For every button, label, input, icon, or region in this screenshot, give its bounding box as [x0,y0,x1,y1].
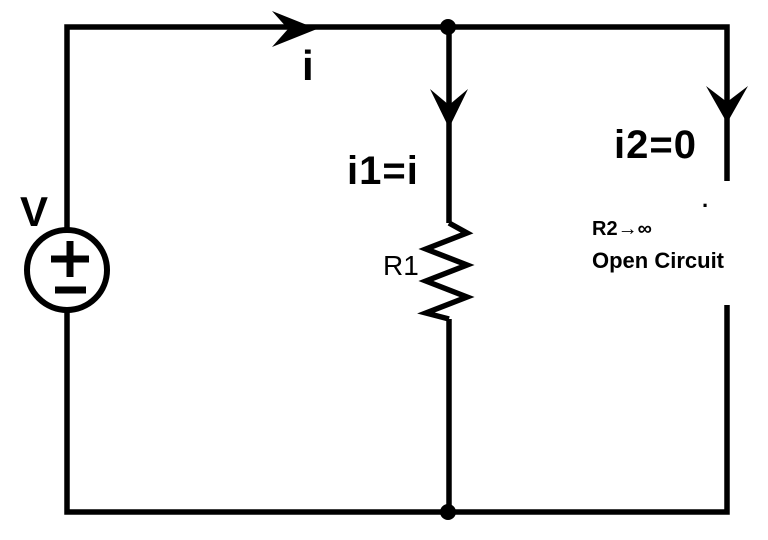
current-arrow-branch2-icon [706,86,748,123]
junction-dot-top [440,19,456,35]
label-open-circuit: Open Circuit [592,248,725,273]
label-current-i2: i2=0 [614,123,697,167]
stray-period-mark: . [702,187,708,212]
label-current-i: i [302,42,314,89]
label-resistor-r1: R1 [383,250,419,281]
current-arrow-branch1-icon [430,89,468,128]
current-arrow-main-icon [272,11,317,47]
junction-dot-bottom [440,504,456,520]
plus-sign [51,241,89,277]
label-source-v: V [20,188,48,235]
label-resistor-r2-note: R2→∞ [592,218,652,240]
resistor-r1-zigzag [417,220,475,322]
wire-bottom-loop [64,305,730,515]
label-current-i1: i1=i [347,149,419,193]
